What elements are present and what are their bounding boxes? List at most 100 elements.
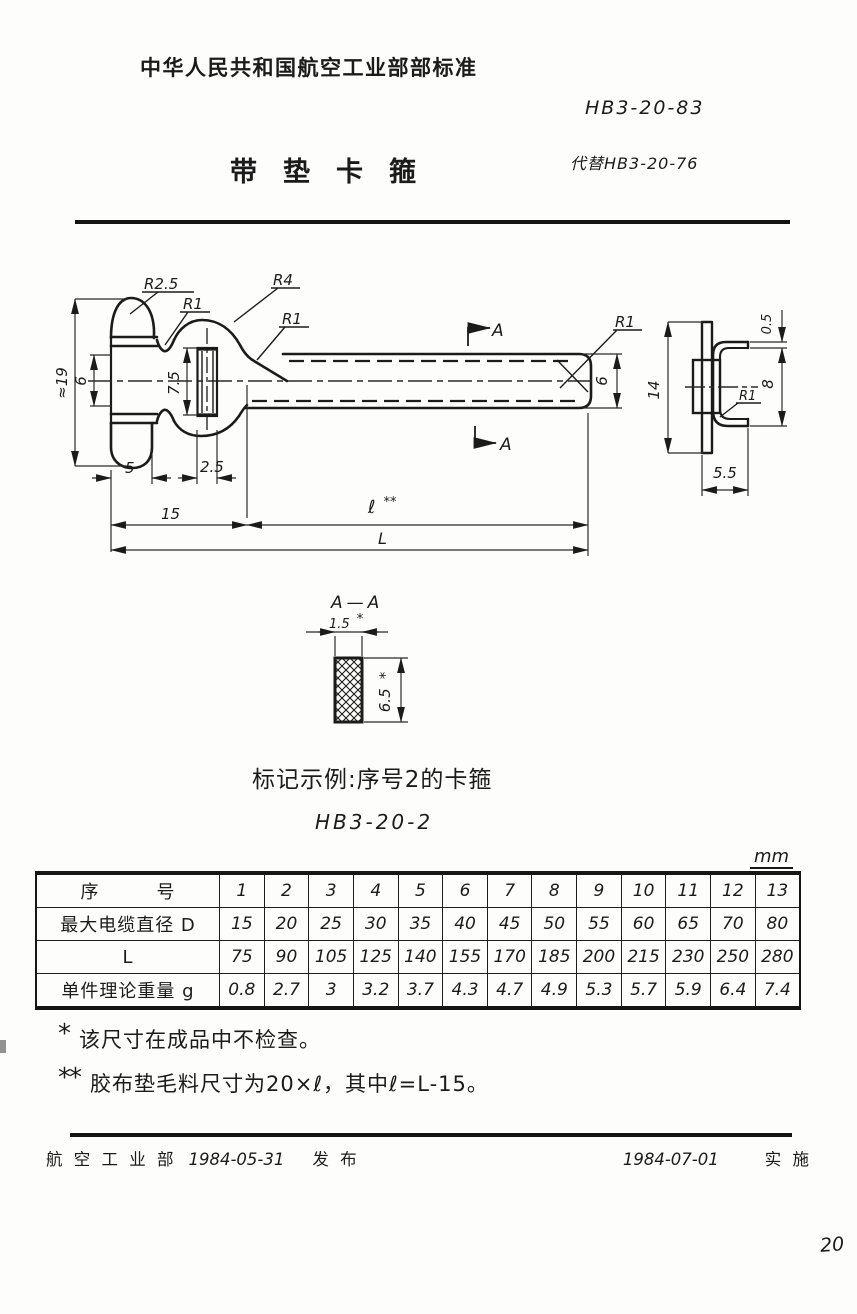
standard-org-title: 中华人民共和国航空工业部部标准 bbox=[140, 56, 478, 80]
cell-value: 70 bbox=[710, 907, 756, 941]
page-title: 带垫卡箍 bbox=[230, 157, 442, 188]
radius-label-r1-side: R1 bbox=[739, 389, 756, 404]
standard-number: HB3-20-83 bbox=[585, 97, 705, 119]
cell-value: 215 bbox=[620, 940, 667, 974]
radius-label-r1-top: R1 bbox=[183, 295, 203, 313]
cell-value: 1 bbox=[219, 872, 265, 908]
cell-value: 6 bbox=[442, 872, 488, 908]
cell-value: 7.4 bbox=[754, 973, 801, 1009]
section-mark-bottom: A bbox=[499, 435, 512, 455]
cell-value: 25 bbox=[308, 907, 354, 941]
cell-value: 5.3 bbox=[576, 973, 622, 1009]
footer-rule bbox=[70, 1133, 792, 1137]
cell-value: 230 bbox=[665, 940, 712, 974]
dim-approx19: ≈19 bbox=[53, 367, 71, 399]
section-dimensions bbox=[306, 628, 408, 723]
cell-value: 75 bbox=[219, 940, 265, 974]
note-1-text: 该尺寸在成品中不检查。 bbox=[79, 1028, 321, 1052]
note-2: ** 胶布垫毛料尺寸为20×ℓ，其中ℓ=L-15。 bbox=[58, 1063, 489, 1098]
row-label: 最大电缆直径 D bbox=[35, 907, 220, 941]
dim-6-5-starred: 6.5 * bbox=[375, 671, 394, 712]
marking-example: 标记示例:序号2的卡箍 bbox=[252, 767, 493, 793]
engineering-drawing: R2.5 R1 R4 R1 R1 ≈19 6 7.5 6 5 2.5 15 ℓ … bbox=[53, 271, 787, 724]
footer-issuer: 航 空 工 业 部 bbox=[46, 1150, 177, 1169]
note-1-marker: * bbox=[58, 1019, 71, 1049]
cell-value: 15 bbox=[219, 907, 265, 941]
cell-value: 170 bbox=[486, 940, 533, 974]
cell-value: 140 bbox=[397, 940, 444, 974]
cell-value: 200 bbox=[576, 940, 622, 974]
note-2-text: 胶布垫毛料尺寸为20×ℓ，其中ℓ=L-15。 bbox=[90, 1072, 489, 1096]
row-label: L bbox=[35, 940, 220, 974]
cell-value: 7 bbox=[486, 872, 533, 908]
main-view-hidden-lines bbox=[252, 359, 575, 403]
cell-value: 9 bbox=[576, 872, 622, 908]
scan-artifact bbox=[0, 1040, 6, 1053]
cell-value: 3.7 bbox=[397, 973, 444, 1009]
cell-value: 4.9 bbox=[531, 973, 578, 1009]
cell-value: 30 bbox=[352, 907, 399, 941]
dim-0-5: 0.5 bbox=[760, 314, 775, 335]
dim-2-5: 2.5 bbox=[200, 458, 224, 476]
dim-14: 14 bbox=[645, 380, 663, 399]
dim-5: 5 bbox=[125, 459, 135, 477]
radius-label-r1-end: R1 bbox=[615, 313, 635, 331]
note-2-marker: ** bbox=[58, 1063, 82, 1093]
cell-value: 3 bbox=[308, 872, 354, 908]
header-rule bbox=[75, 220, 790, 224]
cell-value: 185 bbox=[531, 940, 578, 974]
section-title: A—A bbox=[330, 593, 383, 613]
dim-6-right: 6 bbox=[593, 376, 611, 386]
cell-value: 65 bbox=[665, 907, 712, 941]
side-view-dimensions bbox=[664, 310, 787, 496]
cell-value: 2.7 bbox=[263, 973, 310, 1009]
main-view-centerlines bbox=[88, 328, 596, 430]
section-hatched-pad bbox=[333, 656, 364, 724]
cell-value: 0.8 bbox=[219, 973, 265, 1009]
cell-value: 125 bbox=[352, 940, 399, 974]
dim-8: 8 bbox=[759, 379, 777, 389]
footer-impl-label: 实 施 bbox=[764, 1150, 812, 1169]
cell-value: 250 bbox=[710, 940, 756, 974]
cell-value: 35 bbox=[397, 907, 444, 941]
page-number: 20 bbox=[819, 1233, 845, 1257]
cell-value: 280 bbox=[754, 940, 801, 974]
main-view-dimensions bbox=[71, 298, 622, 556]
cell-value: 2 bbox=[263, 872, 310, 908]
dim-L: L bbox=[378, 529, 387, 548]
radius-leaders bbox=[129, 287, 642, 393]
cell-value: 8 bbox=[531, 872, 578, 908]
main-view-outline bbox=[109, 296, 593, 470]
slot-detail bbox=[196, 346, 219, 418]
section-mark-top: A bbox=[491, 321, 504, 341]
footer: 航 空 工 业 部 1984-05-31 发 布 1984-07-01 实 施 bbox=[46, 1146, 812, 1170]
cell-value: 5.7 bbox=[620, 973, 667, 1009]
cell-value: 155 bbox=[442, 940, 488, 974]
radius-label-r1-fillet: R1 bbox=[282, 310, 302, 328]
footer-impl-date: 1984-07-01 bbox=[622, 1150, 719, 1169]
cell-value: 55 bbox=[576, 907, 622, 941]
dim-15: 15 bbox=[161, 505, 180, 523]
cell-value: 5 bbox=[397, 872, 444, 908]
cell-value: 3 bbox=[308, 973, 354, 1009]
footer-issue-date: 1984-05-31 bbox=[188, 1150, 285, 1169]
marking-code: HB3-20-2 bbox=[315, 810, 434, 834]
note-1: * 该尺寸在成品中不检查。 bbox=[58, 1019, 321, 1054]
cell-value: 6.4 bbox=[710, 973, 756, 1009]
cell-value: 13 bbox=[754, 872, 801, 908]
radius-label-r4: R4 bbox=[273, 271, 293, 289]
cell-value: 4 bbox=[352, 872, 399, 908]
table-unit-label: mm bbox=[750, 846, 794, 869]
cell-value: 4.3 bbox=[442, 973, 488, 1009]
side-view-leader-r1 bbox=[719, 402, 761, 418]
cell-value: 45 bbox=[486, 907, 533, 941]
cell-value: 80 bbox=[754, 907, 801, 941]
replaces-note: 代替HB3-20-76 bbox=[570, 154, 699, 173]
dim-5-5: 5.5 bbox=[713, 464, 737, 482]
